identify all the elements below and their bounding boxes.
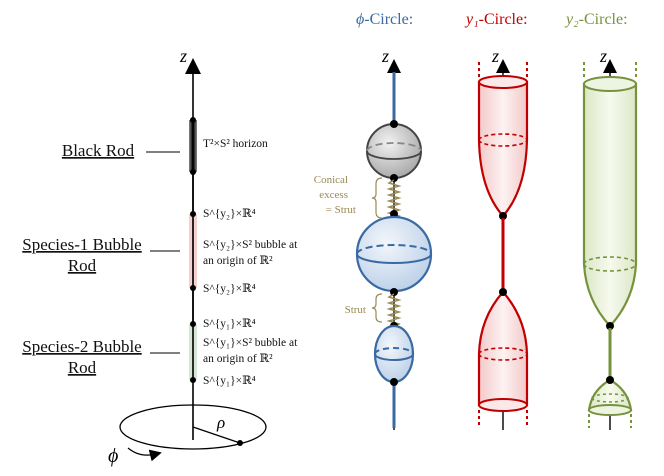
conical-label-2: excess xyxy=(319,189,348,201)
bubble2-mid-note-1: S^{y₁}×S² bubble at xyxy=(203,337,298,349)
y2-z-label: z xyxy=(599,46,607,66)
bubble2-top-note: S^{y₁}×ℝ⁴ xyxy=(203,318,256,330)
bubble1-mid-note-2: an origin of ℝ² xyxy=(203,255,273,267)
y1-column-title: y₁-Circle: xyxy=(464,11,528,28)
bubble2-mid-note-2: an origin of ℝ² xyxy=(203,353,273,365)
strut-spring xyxy=(386,293,402,328)
y2-long-cone xyxy=(582,82,638,328)
rod-endpoints xyxy=(190,117,196,383)
y1-circle-column: z xyxy=(477,46,529,430)
bubble1-rod-label-line1: Species-1 Bubble xyxy=(22,235,141,254)
black-hole-sphere xyxy=(366,123,422,179)
phi-circle-column: z Conical excess = Strut Strut xyxy=(314,46,433,430)
conical-label-3: = Strut xyxy=(326,204,356,216)
phi-z-label: z xyxy=(381,46,389,66)
bubble1-mid-note-1: S^{y₂}×S² bubble at xyxy=(203,239,298,251)
bubble1-sphere xyxy=(355,215,433,293)
phi-column-title: ϕ-Circle: xyxy=(356,11,413,28)
rho-label: ρ xyxy=(216,413,225,432)
z-axis-label: z xyxy=(179,46,187,66)
bubble2-bottom-note: S^{y₁}×ℝ⁴ xyxy=(203,375,256,387)
y2-circle-column: z xyxy=(582,46,638,430)
label-leaders xyxy=(146,151,180,354)
bubble2-rod-label-line2: Rod xyxy=(68,358,97,377)
y1-z-label: z xyxy=(491,46,499,66)
conical-label-1: Conical xyxy=(314,174,348,186)
bubble1-bottom-note: S^{y₂}×ℝ⁴ xyxy=(203,283,256,295)
bubble1-rod-label-line2: Rod xyxy=(68,256,97,275)
phi-label: ϕ xyxy=(108,445,118,467)
bubble2-ellipsoid xyxy=(373,324,415,384)
strut-label: Strut xyxy=(345,304,366,316)
black-horizon-note: T²×S² horizon xyxy=(203,138,268,150)
y1-bottom-cone xyxy=(477,290,529,407)
base-plane: ρ ϕ xyxy=(108,404,267,467)
y1-top-cone xyxy=(477,80,529,218)
black-rod-label: Black Rod xyxy=(62,141,135,160)
bubble2-rod-label-line1: Species-2 Bubble xyxy=(22,337,141,356)
bubble1-top-note: S^{y₂}×ℝ⁴ xyxy=(203,208,256,220)
y2-column-title: y₂-Circle: xyxy=(564,11,628,28)
